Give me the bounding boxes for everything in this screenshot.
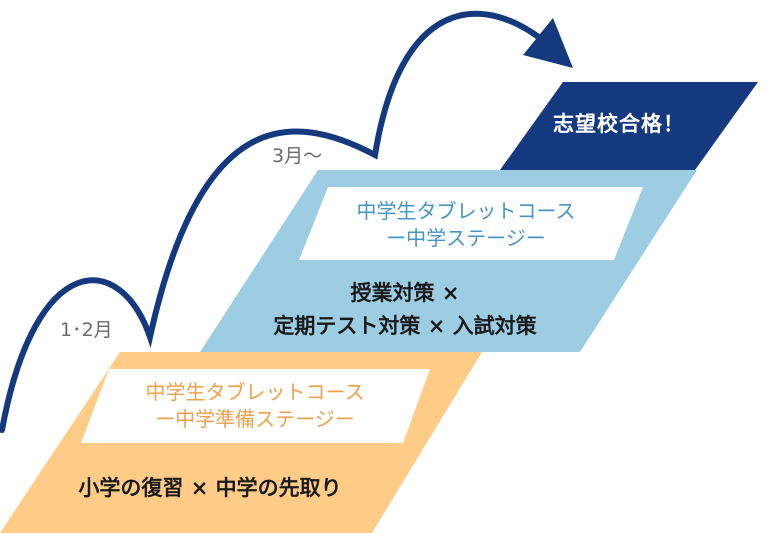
stage3-title-line2: ー中学ステージー xyxy=(386,226,546,250)
stage3-period-label: 3月〜 xyxy=(272,145,323,167)
stage3-title-line1: 中学生タブレットコース xyxy=(356,199,576,223)
stage3-body-line2: 定期テスト対策 × 入試対策 xyxy=(273,314,537,338)
goal-banner xyxy=(500,82,758,170)
progress-arrow-head xyxy=(523,18,573,68)
stage2-title-line2: ー中学準備ステージー xyxy=(155,407,355,431)
stage2-title: 中学生タブレットコース ー中学準備ステージー xyxy=(100,379,410,433)
progress-arrow-path xyxy=(0,10,548,433)
stage2-title-box xyxy=(81,369,430,443)
stage3-title: 中学生タブレットコース ー中学ステージー xyxy=(311,198,621,252)
stage3-title-box xyxy=(299,187,643,260)
stage3-body-line1: 授業対策 × xyxy=(350,281,460,305)
stage2-period-label: 1･2月 xyxy=(60,319,113,341)
goal-text: 志望校合格！ xyxy=(553,112,685,136)
stage2-body: 小学の復習 × 中学の先取り xyxy=(78,476,342,500)
stage2-title-line1: 中学生タブレットコース xyxy=(145,380,365,404)
stage3-body: 授業対策 × 定期テスト対策 × 入試対策 xyxy=(240,277,570,343)
